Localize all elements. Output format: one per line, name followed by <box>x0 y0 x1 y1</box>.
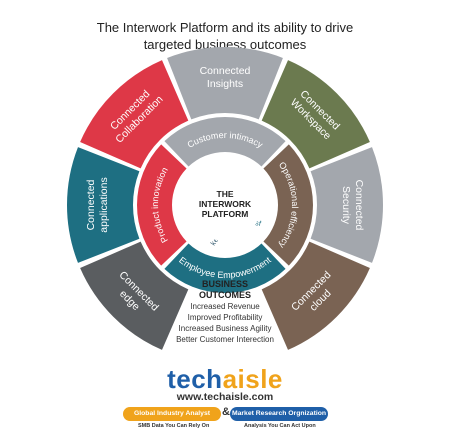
outcomes-heading2: OUTCOMES <box>198 290 251 300</box>
core-line3: PLATFORM <box>202 209 249 219</box>
outer-segment <box>310 147 384 263</box>
market-research-badge: Market Research Orgnization <box>230 407 328 421</box>
core-line1: THE <box>217 189 234 199</box>
core-line2: INTERWORK <box>199 199 252 209</box>
outcome-item: Better Customer Interection <box>176 335 274 344</box>
outcome-item: Increased Business Agility <box>178 324 272 333</box>
outer-segment <box>261 60 370 169</box>
middle-segment <box>263 144 314 266</box>
middle-segment <box>164 243 286 293</box>
outcome-item: Improved Profitability <box>187 313 263 322</box>
outcome-item: Increased Revenue <box>190 302 260 311</box>
outer-segment <box>261 241 370 350</box>
diagram-title-line2: targeted business outcomes <box>143 37 307 52</box>
outer-segment <box>80 60 189 169</box>
middle-segment <box>137 144 187 266</box>
global-analyst-badge: Global Industry Analyst <box>123 407 221 421</box>
outcomes-heading1: BUSINESS <box>201 279 248 289</box>
website-url: www.techaisle.com <box>176 391 274 403</box>
techaisle-logo: techaisle <box>0 365 450 393</box>
diagram-title-line1: The Interwork Platform and its ability t… <box>96 20 354 35</box>
outer-segment-label: Connected <box>353 180 365 231</box>
outer-segment <box>167 47 283 120</box>
outer-segment-label: Connected <box>85 179 97 230</box>
outer-segment-label: Security <box>340 186 352 225</box>
middle-segment <box>164 117 286 167</box>
logo-aisle: aisle <box>222 364 283 394</box>
outer-segment-label: applications <box>98 177 110 232</box>
ampersand: & <box>222 406 230 418</box>
logo-tech: tech <box>167 364 223 394</box>
outer-segment <box>80 241 189 350</box>
right-tagline: Analysis You Can Act Upon <box>244 423 316 429</box>
outer-ring: ConnectedInsightsConnectedWorkspaceConne… <box>66 47 384 350</box>
platform-core: THE INTERWORK PLATFORM <box>189 169 261 241</box>
outer-segment-label: Connected <box>200 65 251 77</box>
outer-segment <box>66 147 140 263</box>
core-circle <box>189 169 261 241</box>
outer-segment-label: Insights <box>207 78 243 90</box>
business-outcomes: BUSINESS OUTCOMES Increased Revenue Impr… <box>160 279 290 345</box>
left-tagline: SMB Data You Can Rely On <box>138 423 210 429</box>
